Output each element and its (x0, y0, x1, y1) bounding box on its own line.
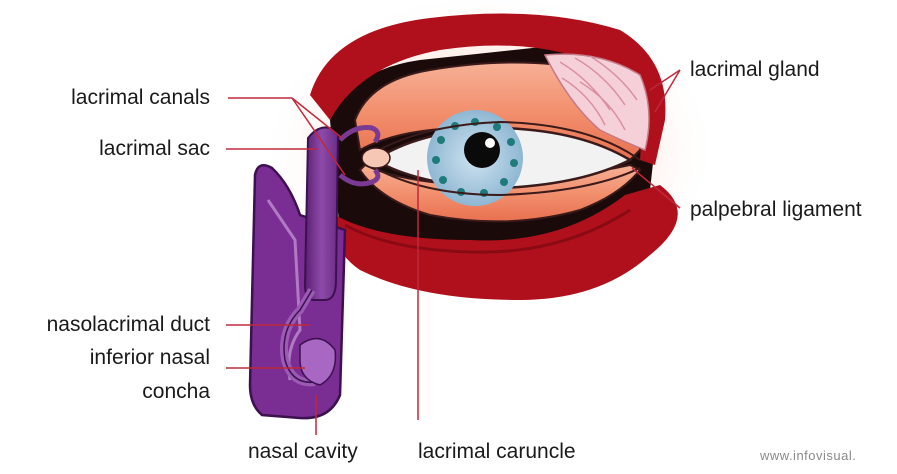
label-lacrimal-gland: lacrimal gland (690, 58, 820, 82)
watermark-text: www.infovisual. (760, 448, 856, 463)
label-nasolacrimal-duct: nasolacrimal duct (0, 313, 210, 337)
label-lacrimal-canals: lacrimal canals (30, 86, 210, 110)
label-nasal-cavity: nasal cavity (248, 440, 358, 464)
label-palpebral-ligament: palpebral ligament (690, 198, 862, 222)
label-lacrimal-caruncle: lacrimal caruncle (418, 440, 576, 464)
label-inferior-nasal-concha-line2: concha (0, 380, 210, 404)
label-inferior-nasal-concha-line1: inferior nasal (0, 346, 210, 370)
label-lacrimal-sac: lacrimal sac (30, 137, 210, 161)
pupil (464, 132, 500, 168)
caruncle (362, 148, 390, 168)
lacrimal-sac-duct (305, 127, 338, 300)
